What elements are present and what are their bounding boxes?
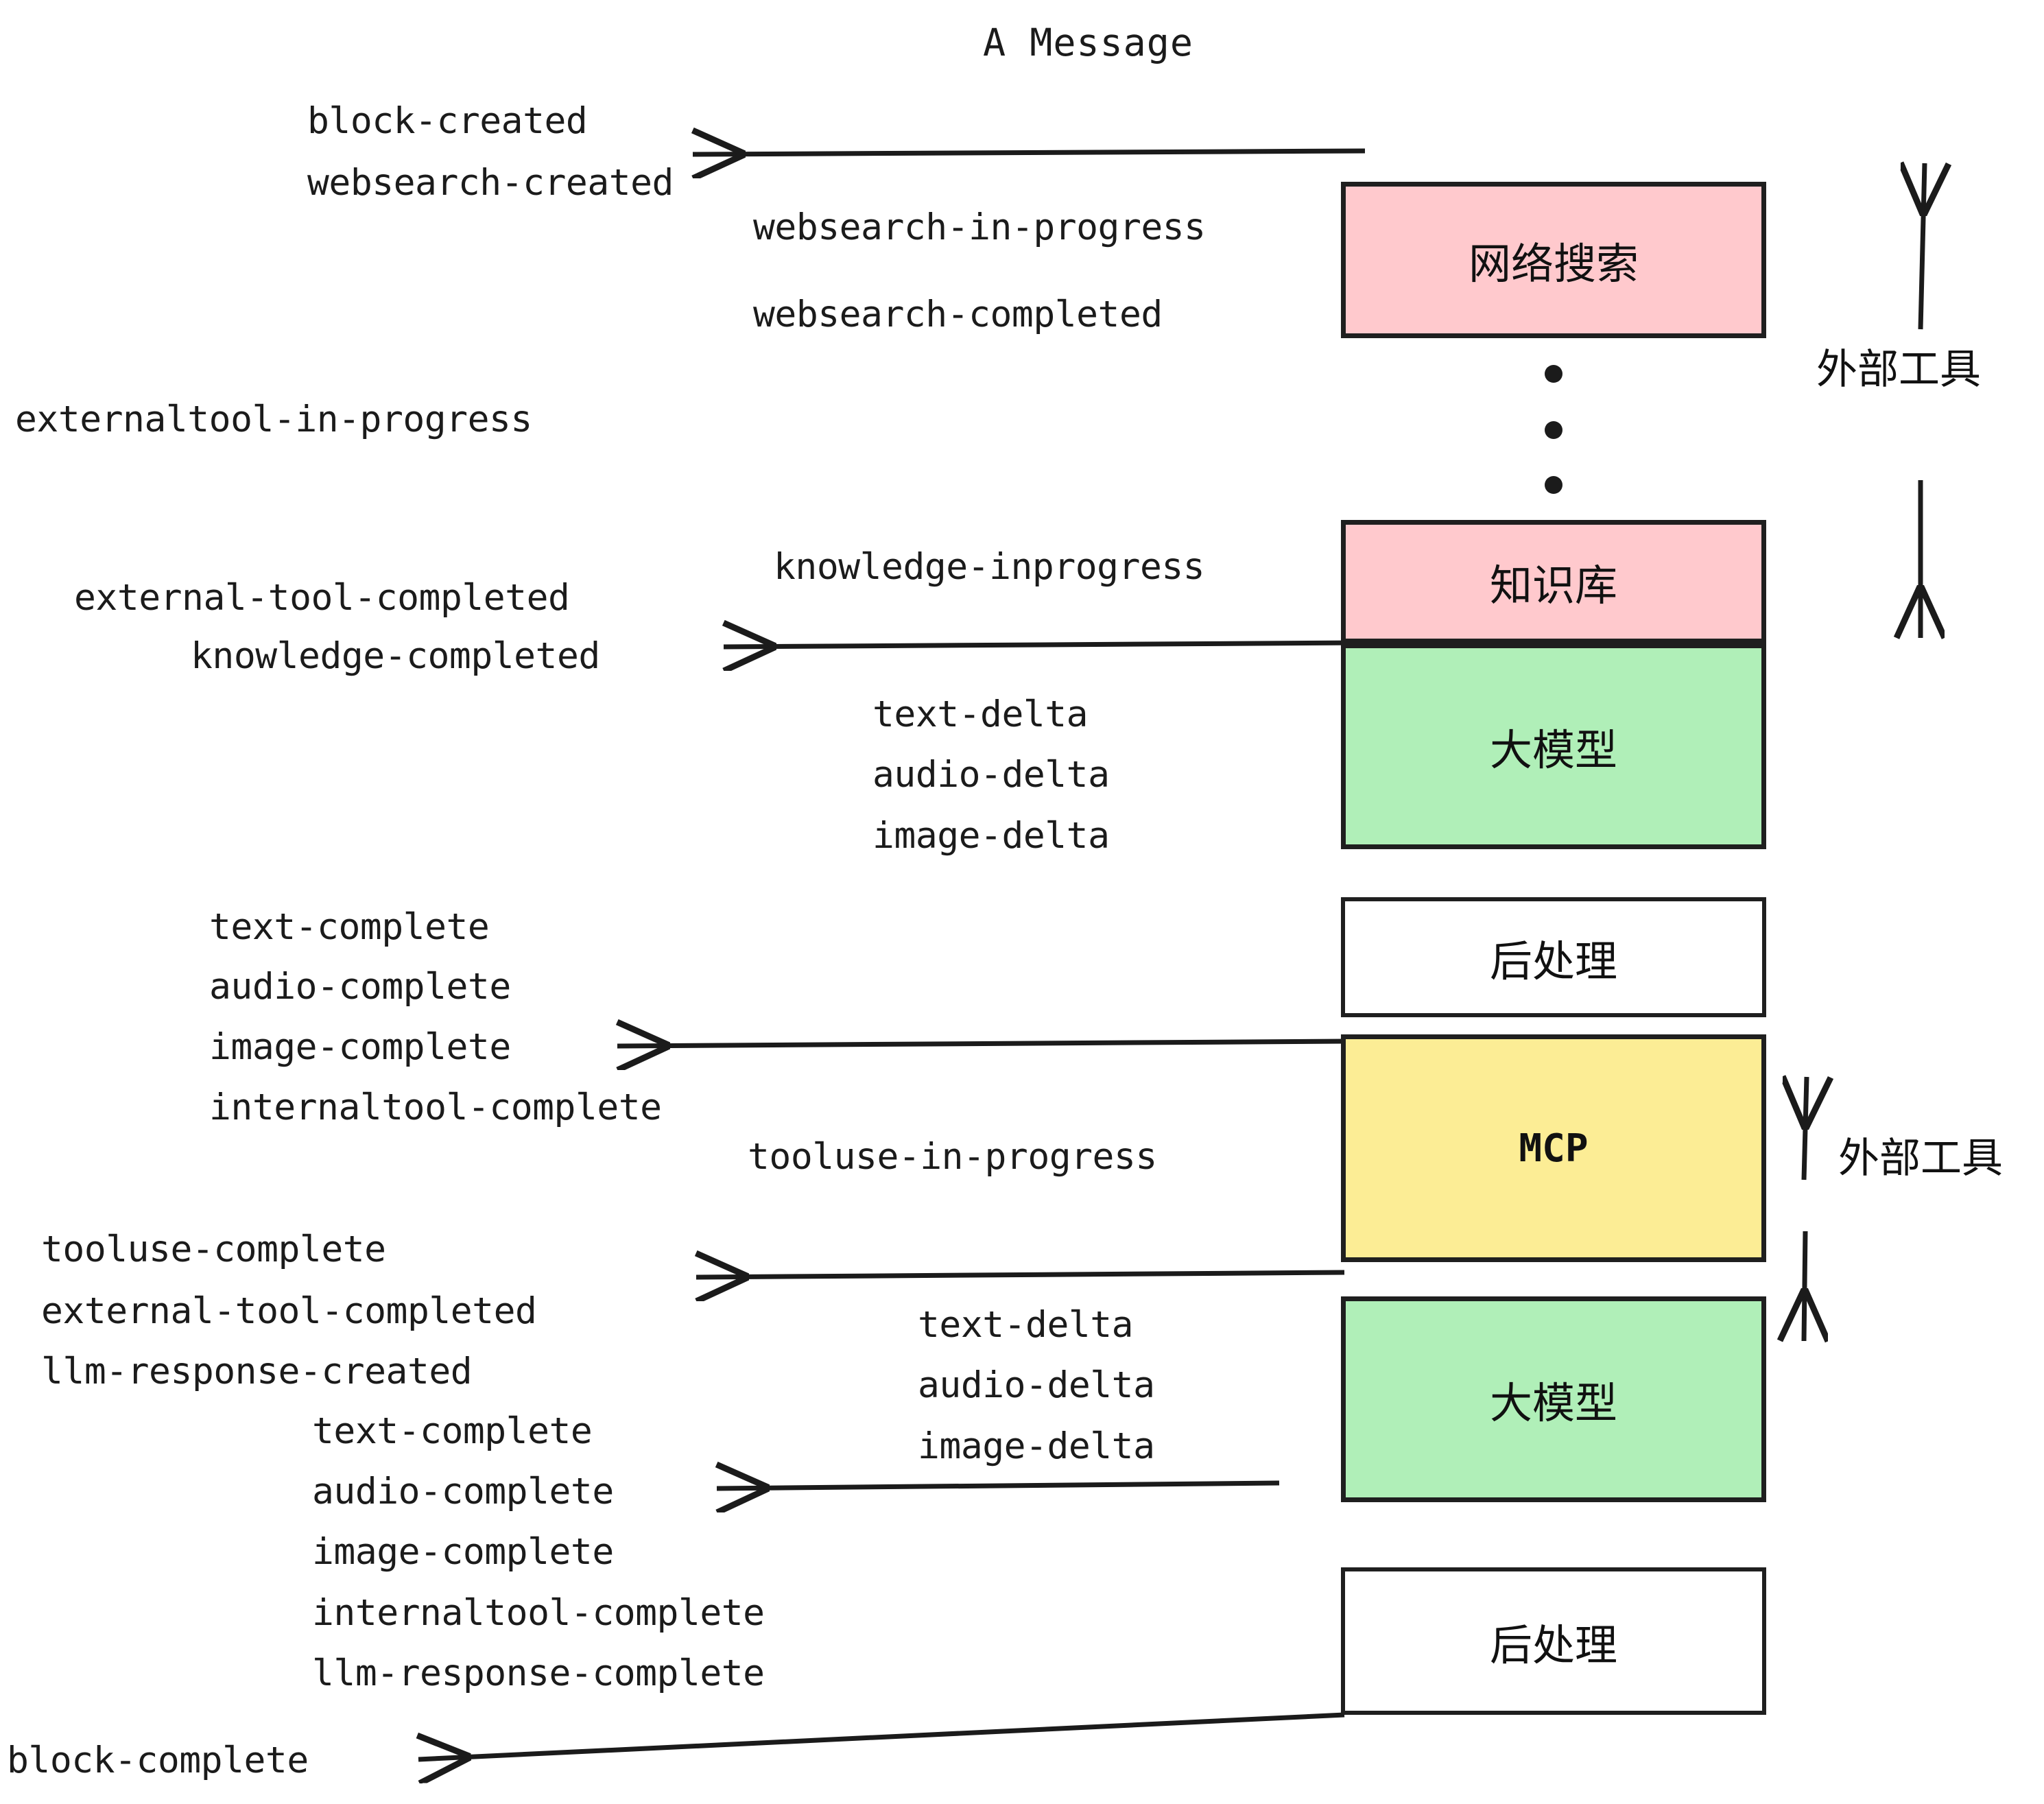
event-websearch-completed: websearch-completed	[753, 294, 1163, 335]
page-title: A Message	[983, 21, 1194, 64]
event-audio-complete-2: audio-complete	[312, 1471, 614, 1512]
ellipsis-dot-3	[1545, 476, 1562, 494]
event-image-complete-1: image-complete	[209, 1026, 511, 1068]
node-mcp[interactable]: MCP	[1341, 1034, 1766, 1262]
event-external-tool-completed-1: external-tool-completed	[74, 577, 570, 619]
node-postprocess-2-label: 后处理	[1489, 1619, 1617, 1670]
event-websearch-created: websearch-created	[307, 162, 674, 204]
node-websearch-label: 网络搜索	[1468, 239, 1639, 289]
ellipsis-dot-1	[1545, 365, 1562, 383]
event-text-complete-1: text-complete	[209, 906, 490, 948]
event-tooluse-complete: tooluse-complete	[41, 1229, 386, 1270]
arrow-external-tools-bottom-down	[1804, 1231, 1805, 1341]
event-text-delta-2: text-delta	[918, 1304, 1134, 1346]
event-block-complete: block-complete	[7, 1740, 309, 1781]
arrow-mcp-to-tooluse-complete	[696, 1272, 1345, 1277]
node-postprocess-1-label: 后处理	[1489, 936, 1617, 986]
node-llm-2-label: 大模型	[1489, 1378, 1617, 1428]
event-audio-delta-2: audio-delta	[918, 1364, 1155, 1406]
node-websearch[interactable]: 网络搜索	[1341, 182, 1766, 338]
node-llm-1-label: 大模型	[1489, 725, 1617, 775]
node-postprocess-1[interactable]: 后处理	[1341, 897, 1766, 1017]
event-llm-response-complete: llm-response-complete	[312, 1652, 765, 1694]
arrow-external-tools-top-up	[1921, 163, 1925, 330]
side-label-external-tools-bottom: 外部工具	[1838, 1135, 2003, 1183]
node-llm-1[interactable]: 大模型	[1341, 643, 1766, 849]
node-knowledge[interactable]: 知识库	[1341, 520, 1766, 643]
event-internaltool-complete-1: internaltool-complete	[209, 1087, 662, 1128]
event-tooluse-in-progress: tooluse-in-progress	[748, 1136, 1157, 1178]
node-knowledge-label: 知识库	[1489, 560, 1617, 610]
node-llm-2[interactable]: 大模型	[1341, 1296, 1766, 1502]
event-knowledge-completed: knowledge-completed	[191, 635, 600, 677]
arrow-websearch-to-created	[693, 151, 1366, 154]
event-text-complete-2: text-complete	[312, 1410, 593, 1452]
arrow-postprocess2-to-block-complete	[418, 1712, 1345, 1759]
node-postprocess-2[interactable]: 后处理	[1341, 1567, 1766, 1715]
side-label-external-tools-top: 外部工具	[1816, 346, 1981, 394]
event-block-created: block-created	[307, 100, 588, 142]
arrow-external-tools-bottom-up	[1804, 1077, 1807, 1180]
event-image-complete-2: image-complete	[312, 1531, 614, 1573]
event-text-delta-1: text-delta	[872, 693, 1089, 735]
event-knowledge-inprogress: knowledge-inprogress	[774, 546, 1205, 588]
event-image-delta-1: image-delta	[872, 815, 1110, 857]
event-audio-complete-1: audio-complete	[209, 966, 511, 1008]
arrow-knowledge-to-completed	[724, 643, 1362, 647]
event-internaltool-complete-2: internaltool-complete	[312, 1592, 765, 1634]
arrow-postprocess1-to-image-complete	[617, 1041, 1345, 1046]
event-external-tool-completed-2: external-tool-completed	[41, 1290, 537, 1332]
event-audio-delta-1: audio-delta	[872, 754, 1110, 796]
event-llm-response-created: llm-response-created	[41, 1351, 473, 1392]
arrow-llm2-to-audio-complete	[717, 1483, 1280, 1488]
event-image-delta-2: image-delta	[918, 1425, 1155, 1467]
node-mcp-label: MCP	[1519, 1126, 1589, 1171]
event-externaltool-in-progress: externaltool-in-progress	[15, 399, 532, 440]
ellipsis-dot-2	[1545, 421, 1562, 439]
event-websearch-in-progress: websearch-in-progress	[753, 206, 1206, 248]
